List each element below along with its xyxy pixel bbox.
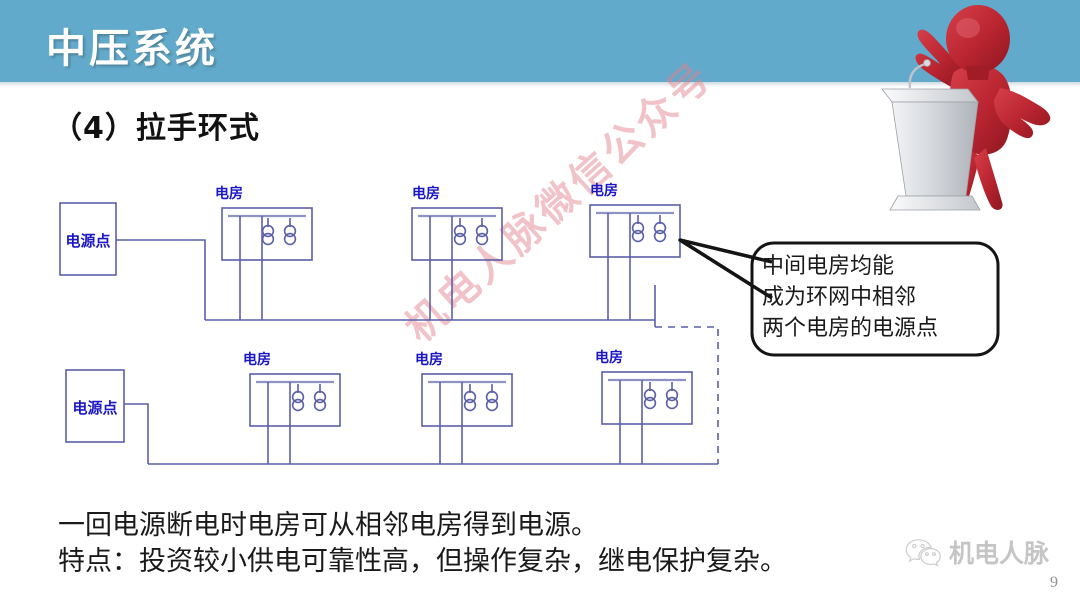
callout-line-1: 中间电房均能	[762, 254, 895, 279]
top-room-1-label: 电房	[215, 186, 243, 202]
bottom-room-1-label: 电房	[243, 352, 271, 368]
header-shadow	[0, 82, 1080, 87]
wechat-icon	[905, 539, 941, 567]
callout-line-3: 两个电房的电源点	[762, 316, 939, 341]
top-room-1-box	[221, 207, 313, 261]
body-text: 一回电源断电时电房可从相邻电房得到电源。 特点：投资较小供电可靠性高，但操作复杂…	[58, 508, 787, 580]
body-line-2: 特点：投资较小供电可靠性高，但操作复杂，继电保护复杂。	[58, 546, 787, 577]
top-source-label: 电源点	[65, 232, 111, 250]
bottom-room-1-box	[249, 373, 341, 427]
bottom-source-label: 电源点	[72, 399, 118, 417]
presenter-figure-illustration	[881, 5, 1051, 211]
top-room-1-transformers	[261, 218, 297, 246]
top-room-3-transformers	[631, 215, 667, 243]
top-room-3-box	[589, 204, 681, 258]
ring-tie-dashed-line	[655, 326, 719, 464]
callout-line-2: 成为环网中相邻	[762, 285, 917, 310]
section-subtitle: （4）拉手环式	[52, 111, 260, 146]
bottom-room-3-label: 电房	[595, 350, 623, 366]
top-room-2-label: 电房	[412, 186, 440, 202]
page-title: 中压系统	[46, 26, 218, 72]
body-line-1: 一回电源断电时电房可从相邻电房得到电源。	[58, 510, 598, 541]
bottom-room-2-label: 电房	[415, 352, 443, 368]
brand-text: 机电人脉	[949, 539, 1050, 568]
bottom-room-3-transformers	[643, 382, 679, 410]
bottom-room-2-transformers	[463, 384, 499, 412]
top-room-3-label: 电房	[590, 183, 618, 199]
page-number: 9	[1050, 574, 1058, 591]
bottom-room-2-box	[421, 373, 513, 427]
callout-text: 中间电房均能 成为环网中相邻 两个电房的电源点	[762, 251, 994, 344]
brand-watermark: 机电人脉	[905, 534, 1049, 570]
bottom-room-1-transformers	[291, 384, 327, 412]
header-bar	[0, 0, 1080, 82]
bottom-room-3-box	[601, 371, 693, 425]
